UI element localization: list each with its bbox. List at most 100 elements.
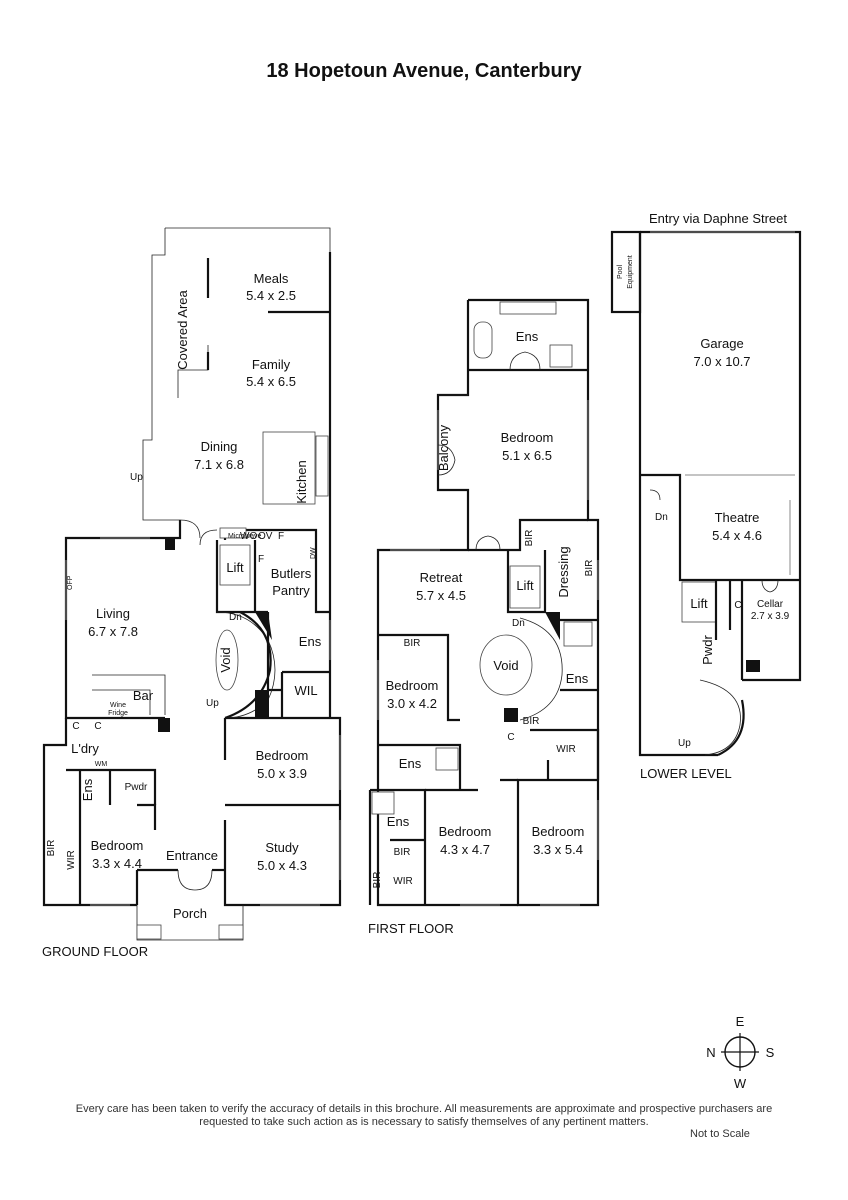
room-bedroom-master-dim: 5.1 x 6.5 bbox=[502, 448, 552, 463]
fridge-label-1: F bbox=[278, 531, 284, 542]
wir-label: WIR bbox=[66, 850, 77, 869]
room-garage-name: Garage bbox=[700, 336, 743, 351]
laundry-label: L'dry bbox=[71, 741, 99, 756]
disclaimer-text: Every care has been taken to verify the … bbox=[75, 1103, 773, 1128]
room-bedroom-master-name: Bedroom bbox=[501, 430, 554, 445]
fridge-label: Fridge bbox=[108, 710, 128, 717]
room-garage-dim: 7.0 x 10.7 bbox=[693, 354, 750, 369]
room-bedroom-b-name: Bedroom bbox=[439, 824, 492, 839]
room-meals-name: Meals bbox=[254, 271, 289, 286]
room-retreat-dim: 5.7 x 4.5 bbox=[416, 588, 466, 603]
ensuite-c-label: Ens bbox=[387, 814, 410, 829]
fireplace-label: OFP bbox=[67, 575, 74, 590]
powder-label: Pwdr bbox=[125, 782, 148, 793]
stair-up-label: Up bbox=[206, 698, 219, 709]
room-bedroom-front-name: Bedroom bbox=[256, 748, 309, 763]
compass-north: N bbox=[706, 1045, 715, 1060]
lower-level-plan bbox=[610, 230, 802, 757]
lower-cupboard-label: C bbox=[734, 600, 741, 611]
porch-label: Porch bbox=[173, 906, 207, 921]
compass-east: E bbox=[736, 1014, 745, 1029]
butlers-label: Butlers bbox=[271, 566, 312, 581]
lower-stair-dn-label: Dn bbox=[655, 512, 668, 523]
room-dining-dim: 7.1 x 6.8 bbox=[194, 457, 244, 472]
room-bedroom-c-name: Bedroom bbox=[532, 824, 585, 839]
entrance-label: Entrance bbox=[166, 848, 218, 863]
stair-dn-label: Dn bbox=[229, 612, 242, 623]
ensuite-label: Ens bbox=[299, 634, 322, 649]
cupboard-label-1: C bbox=[72, 721, 79, 732]
room-study-dim: 5.0 x 4.3 bbox=[257, 858, 307, 873]
room-cellar-name: Cellar bbox=[757, 599, 784, 610]
ensuite-a-label: Ens bbox=[566, 671, 589, 686]
room-bedroom-left-dim: 3.3 x 4.4 bbox=[92, 856, 142, 871]
wir-a-label: WIR bbox=[556, 744, 575, 755]
first-floor-label: FIRST FLOOR bbox=[368, 921, 454, 936]
room-bedroom-c-dim: 3.3 x 5.4 bbox=[533, 842, 583, 857]
washing-machine-label: WM bbox=[95, 761, 108, 768]
bir-label-b: BIR bbox=[584, 560, 595, 577]
room-living-name: Living bbox=[96, 606, 130, 621]
first-ensuite-master-label: Ens bbox=[516, 329, 539, 344]
first-cupboard-label: C bbox=[507, 732, 514, 743]
dishwasher-label: DW bbox=[310, 547, 317, 559]
compass-rose bbox=[721, 1033, 759, 1071]
covered-area-label: Covered Area bbox=[175, 289, 190, 369]
rear-up-label: Up bbox=[130, 472, 143, 483]
ground-floor-plan bbox=[42, 227, 342, 941]
not-to-scale-label: Not to Scale bbox=[690, 1128, 750, 1140]
cupboard-label-2: C bbox=[94, 721, 101, 732]
room-living-dim: 6.7 x 7.8 bbox=[88, 624, 138, 639]
ensuite-left-label: Ens bbox=[80, 778, 95, 801]
pool-equipment-label: Equipment bbox=[627, 255, 634, 289]
bir-label-d: BIR bbox=[523, 716, 540, 727]
wil-label: WIL bbox=[294, 683, 317, 698]
room-bedroom-b-dim: 4.3 x 4.7 bbox=[440, 842, 490, 857]
wine-label: Wine bbox=[110, 702, 126, 709]
void-label: Void bbox=[218, 647, 233, 672]
room-bedroom-a-name: Bedroom bbox=[386, 678, 439, 693]
dressing-label: Dressing bbox=[556, 546, 571, 597]
pool-label: Pool bbox=[617, 265, 624, 279]
page-title: 18 Hopetoun Avenue, Canterbury bbox=[266, 60, 582, 82]
first-lift-label: Lift bbox=[516, 578, 534, 593]
first-floor-plan bbox=[368, 298, 600, 907]
room-bedroom-a-dim: 3.0 x 4.2 bbox=[387, 696, 437, 711]
wir-b-label: WIR bbox=[393, 876, 412, 887]
room-bedroom-front-dim: 5.0 x 3.9 bbox=[257, 766, 307, 781]
room-theatre-name: Theatre bbox=[715, 510, 760, 525]
first-void-label: Void bbox=[493, 658, 518, 673]
room-cellar-dim: 2.7 x 3.9 bbox=[751, 611, 790, 622]
kitchen-label: Kitchen bbox=[294, 460, 309, 503]
wo-label: WO bbox=[240, 531, 257, 542]
lower-lift-label: Lift bbox=[690, 596, 708, 611]
room-theatre-dim: 5.4 x 4.6 bbox=[712, 528, 762, 543]
ov-label: OV bbox=[258, 531, 273, 542]
room-bedroom-left-name: Bedroom bbox=[91, 838, 144, 853]
entry-via-street-label: Entry via Daphne Street bbox=[649, 211, 787, 226]
bir-label: BIR bbox=[46, 840, 57, 857]
room-meals-dim: 5.4 x 2.5 bbox=[246, 288, 296, 303]
pantry-label: Pantry bbox=[272, 583, 310, 598]
fridge-label-2: F bbox=[258, 554, 264, 565]
compass-west: W bbox=[734, 1076, 747, 1091]
bir-label-a: BIR bbox=[524, 530, 535, 547]
room-family-name: Family bbox=[252, 357, 291, 372]
compass-south: S bbox=[766, 1045, 775, 1060]
room-retreat-name: Retreat bbox=[420, 570, 463, 585]
lower-powder-label: Pwdr bbox=[700, 635, 715, 665]
bir-label-f: BIR bbox=[372, 872, 383, 889]
lower-stair-up-label: Up bbox=[678, 738, 691, 749]
ensuite-b-label: Ens bbox=[399, 756, 422, 771]
lower-level-label: LOWER LEVEL bbox=[640, 766, 732, 781]
lift-label: Lift bbox=[226, 560, 244, 575]
balcony-label: Balcony bbox=[436, 424, 451, 471]
first-stair-dn-label: Dn bbox=[512, 618, 525, 629]
room-dining-name: Dining bbox=[201, 439, 238, 454]
microwave-label: Microwave bbox=[228, 533, 262, 540]
bir-label-e: BIR bbox=[394, 847, 411, 858]
room-study-name: Study bbox=[265, 840, 299, 855]
room-family-dim: 5.4 x 6.5 bbox=[246, 374, 296, 389]
bar-label: Bar bbox=[133, 688, 154, 703]
